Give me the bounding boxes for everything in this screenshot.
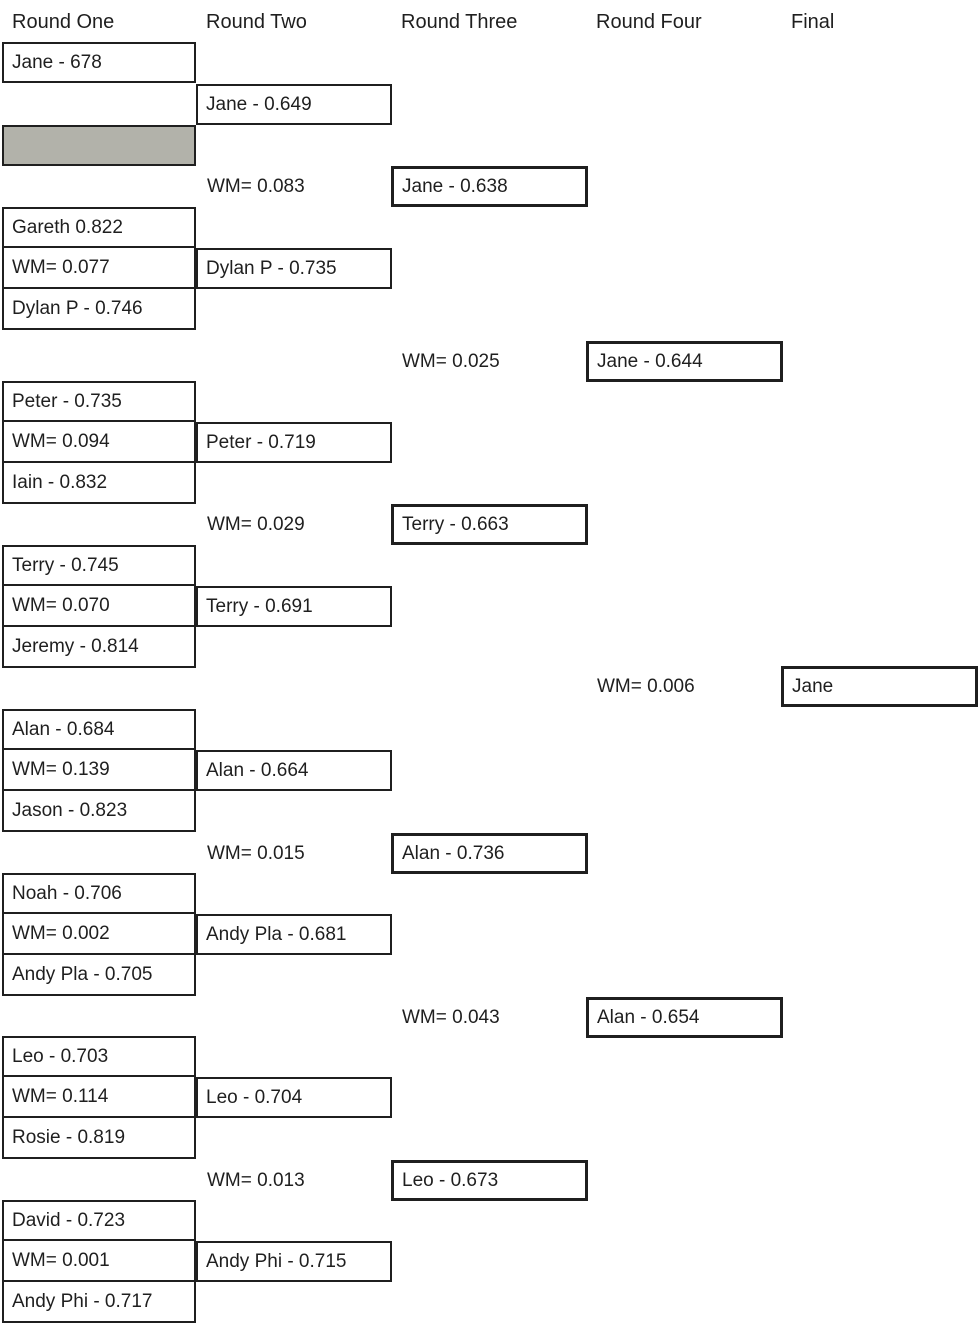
bracket-box: WM= 0.001	[2, 1239, 196, 1282]
bracket-box: Andy Phi - 0.715	[196, 1241, 392, 1282]
bracket-box: Alan - 0.736	[391, 833, 588, 874]
bracket-box: Alan - 0.654	[586, 997, 783, 1038]
bracket-box: Leo - 0.673	[391, 1160, 588, 1201]
bracket-box: Jane - 0.649	[196, 84, 392, 125]
column-header: Round Three	[401, 11, 518, 33]
wm-label: WM= 0.013	[207, 1169, 305, 1191]
bracket-box: Jane - 0.638	[391, 166, 588, 207]
bracket-box: Terry - 0.663	[391, 504, 588, 545]
bracket-box: Gareth 0.822	[2, 207, 196, 248]
bracket-box: Jane - 0.644	[586, 341, 783, 382]
bracket-box: David - 0.723	[2, 1200, 196, 1241]
bracket-box: Jane	[781, 666, 978, 707]
bracket-box: Leo - 0.703	[2, 1036, 196, 1077]
bracket-box: Terry - 0.691	[196, 586, 392, 627]
bracket-box: Peter - 0.735	[2, 381, 196, 422]
column-header: Final	[791, 11, 835, 33]
bracket-box: Dylan P - 0.746	[2, 287, 196, 330]
bracket-box: Peter - 0.719	[196, 422, 392, 463]
bracket-box: Andy Pla - 0.705	[2, 953, 196, 996]
column-header: Round Four	[596, 11, 702, 33]
bracket-box: Leo - 0.704	[196, 1077, 392, 1118]
wm-label: WM= 0.006	[597, 675, 695, 697]
bracket-box: Jason - 0.823	[2, 789, 196, 832]
wm-label: WM= 0.029	[207, 513, 305, 535]
bracket-box: Jeremy - 0.814	[2, 625, 196, 668]
bracket-box: Terry - 0.745	[2, 545, 196, 586]
bracket-box: Dylan P - 0.735	[196, 248, 392, 289]
column-header: Round One	[12, 11, 115, 33]
bracket-box: Noah - 0.706	[2, 873, 196, 914]
bracket-box: Andy Pla - 0.681	[196, 914, 392, 955]
wm-label: WM= 0.043	[402, 1006, 500, 1028]
bracket-box: WM= 0.114	[2, 1075, 196, 1118]
bracket-box: Alan - 0.664	[196, 750, 392, 791]
bracket-box: WM= 0.002	[2, 912, 196, 955]
bracket-box: Jane - 678	[2, 42, 196, 83]
wm-label: WM= 0.083	[207, 175, 305, 197]
wm-label: WM= 0.025	[402, 350, 500, 372]
bracket-box: WM= 0.139	[2, 748, 196, 791]
bracket-box: WM= 0.094	[2, 420, 196, 463]
bracket-box: Alan - 0.684	[2, 709, 196, 750]
bracket-box: Rosie - 0.819	[2, 1116, 196, 1159]
bracket-box: Iain - 0.832	[2, 461, 196, 504]
wm-label: WM= 0.015	[207, 842, 305, 864]
bye-box	[2, 125, 196, 166]
bracket-box: WM= 0.077	[2, 246, 196, 289]
bracket-box: Andy Phi - 0.717	[2, 1280, 196, 1323]
column-header: Round Two	[206, 11, 307, 33]
bracket-box: WM= 0.070	[2, 584, 196, 627]
